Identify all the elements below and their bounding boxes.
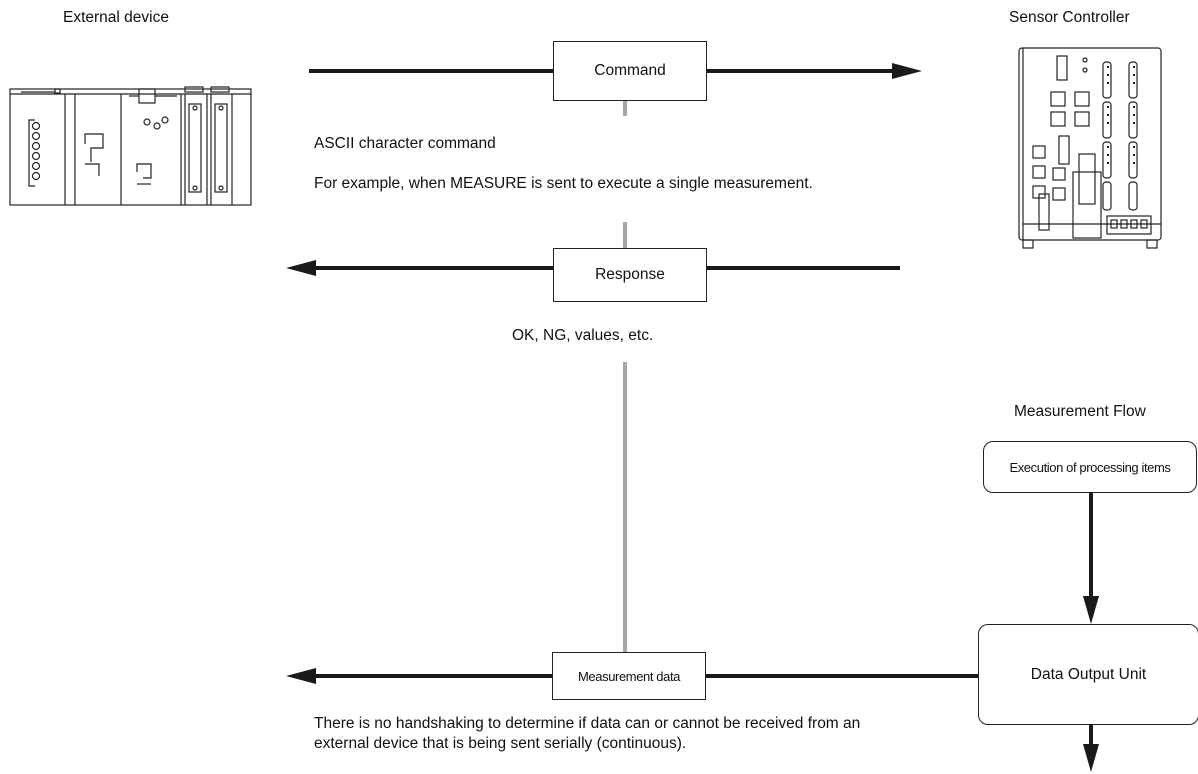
response-arrowhead (286, 260, 316, 276)
measurement-flow-label: Measurement Flow (1014, 403, 1146, 420)
response-box: Response (553, 248, 707, 302)
measurement-arrowhead (286, 668, 316, 684)
flow-arrowhead-out (1083, 744, 1099, 772)
external-device-label: External device (63, 9, 169, 26)
command-arrowhead (892, 63, 922, 79)
data-output-unit-label: Data Output Unit (1030, 665, 1147, 683)
example-text: For example, when MEASURE is sent to exe… (314, 175, 813, 192)
flow-arrowhead-to-output (1083, 596, 1099, 624)
execution-label: Execution of processing items (1009, 459, 1171, 475)
data-output-unit-box: Data Output Unit (978, 624, 1198, 725)
ascii-command-text: ASCII character command (314, 135, 496, 152)
handshake-note: There is no handshaking to determine if … (314, 715, 861, 752)
response-values-text: OK, NG, values, etc. (512, 327, 654, 344)
sensor-controller-label: Sensor Controller (1009, 9, 1130, 26)
response-label: Response (595, 266, 665, 283)
command-box: Command (553, 41, 707, 101)
measurement-data-box: Measurement data (552, 652, 706, 700)
sensor-controller-icon (1018, 47, 1162, 249)
plc-device-icon (9, 86, 252, 206)
command-label: Command (594, 62, 666, 79)
execution-box: Execution of processing items (983, 441, 1197, 493)
measurement-data-label: Measurement data (578, 668, 680, 684)
